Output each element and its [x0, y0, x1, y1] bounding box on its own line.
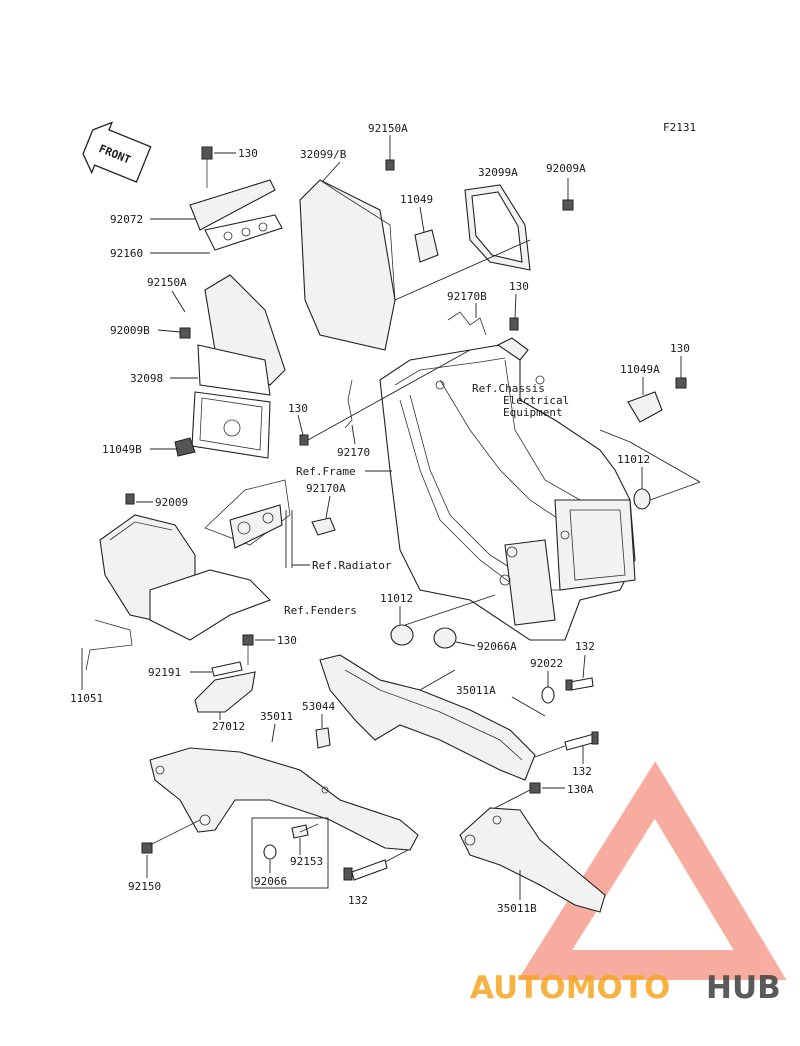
bolt-92153-drawing [291, 823, 319, 839]
bracket-92072-drawing [189, 146, 283, 251]
bracket-35011a-drawing [319, 654, 536, 781]
ref-radiator: Ref.Radiator [312, 559, 392, 572]
part-92150: 92150 [128, 880, 161, 893]
part-11012-mid: 11012 [380, 592, 413, 605]
part-35011: 35011 [260, 710, 293, 723]
part-130-lower: 130 [277, 634, 297, 647]
part-92170: 92170 [337, 446, 370, 459]
part-11049a: 11049A [620, 363, 660, 376]
part-92066: 92066 [254, 875, 287, 888]
cover-32099a-drawing [464, 184, 574, 271]
clamp-92170b-drawing [447, 311, 529, 361]
watermark-text-part1: AUTOMOTO [470, 970, 670, 1006]
clip-11049-drawing [414, 229, 439, 263]
clamp-92170-drawing [344, 379, 353, 429]
part-132-right: 132 [575, 640, 595, 653]
part-92022: 92022 [530, 657, 563, 670]
figure-code: F2131 [663, 121, 696, 134]
part-35011a: 35011A [456, 684, 496, 697]
part-92153: 92153 [290, 855, 323, 868]
radiator-bracket-drawing [204, 479, 336, 549]
ref-fenders: Ref.Fenders [284, 604, 357, 617]
bolt-92150-drawing [141, 819, 201, 854]
part-92170b: 92170B [447, 290, 487, 303]
part-92072: 92072 [110, 213, 143, 226]
part-132-bottom: 132 [348, 894, 368, 907]
cover-32099b-drawing [299, 159, 396, 351]
part-92170a: 92170A [306, 482, 346, 495]
part-32098: 32098 [130, 372, 163, 385]
cover-32098-drawing [174, 274, 309, 459]
ref-frame: Ref.Frame [296, 465, 356, 478]
part-132-mid: 132 [572, 765, 592, 778]
bracket-27012-drawing [194, 634, 256, 713]
part-92150a-top: 92150A [368, 122, 408, 135]
part-130-mid: 130 [509, 280, 529, 293]
watermark: AUTOMOTO HUB [470, 970, 781, 1006]
part-92009b: 92009B [110, 324, 150, 337]
part-32099b: 32099/B [300, 148, 347, 161]
part-92009: 92009 [155, 496, 188, 509]
part-32099a: 32099A [478, 166, 518, 179]
bolt-132-bottom-drawing [343, 859, 388, 881]
part-92191: 92191 [148, 666, 181, 679]
watermark-logo-icon [517, 761, 787, 980]
part-92160: 92160 [110, 247, 143, 260]
frame-drawing [379, 344, 636, 641]
battery-case-drawing [85, 493, 271, 671]
washer-92066-drawing [263, 844, 277, 860]
part-11012-right: 11012 [617, 453, 650, 466]
part-27012: 27012 [212, 720, 245, 733]
watermark-text-part2: HUB [706, 970, 781, 1006]
ref-chassis-line1: Ref.Chassis [472, 382, 545, 395]
part-11049b: 11049B [102, 443, 142, 456]
part-92009a: 92009A [546, 162, 586, 175]
part-35011b: 35011B [497, 902, 537, 915]
part-130-top: 130 [238, 147, 258, 160]
bracket-35011b-drawing [459, 782, 606, 913]
part-130a: 130A [567, 783, 594, 796]
ref-chassis-line3: Equipment [503, 406, 563, 419]
bracket-35011-drawing [149, 747, 419, 851]
front-arrow-icon [82, 121, 152, 183]
part-92066a: 92066A [477, 640, 517, 653]
detail-box [251, 817, 329, 889]
cap-11012-mid-drawing [390, 624, 414, 646]
part-92150a-left: 92150A [147, 276, 187, 289]
grommet-11012-right-drawing [633, 488, 651, 510]
clip-11049a-drawing [627, 377, 687, 423]
part-53044: 53044 [302, 700, 335, 713]
collar-53044-drawing [315, 727, 331, 749]
cap-92066a-drawing [433, 627, 457, 649]
part-11049: 11049 [400, 193, 433, 206]
part-130-left: 130 [288, 402, 308, 415]
part-11051: 11051 [70, 692, 103, 705]
part-130-right: 130 [670, 342, 690, 355]
bolt-132-right-drawing [541, 677, 594, 704]
bolt-132-mid-drawing [564, 731, 599, 751]
ref-chassis-line2: Electrical [503, 394, 569, 407]
